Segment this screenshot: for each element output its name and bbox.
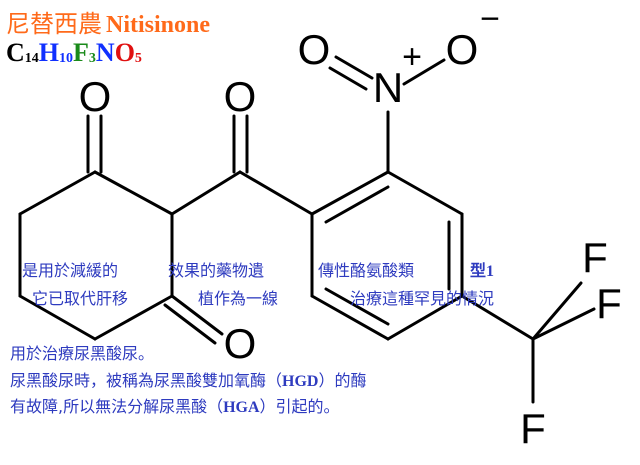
bond	[238, 170, 314, 216]
bond	[324, 185, 390, 224]
caption-row2-b: 植作為一線	[198, 289, 279, 308]
bond	[460, 294, 535, 341]
bond	[163, 303, 217, 345]
atom-label-nitrogen: N	[373, 64, 403, 111]
charge-plus: +	[402, 38, 422, 76]
molecular-formula: C14H10F3NO5	[6, 38, 142, 68]
bond	[334, 55, 374, 80]
bond	[18, 170, 97, 216]
caption-line3: 用於治療尿黑酸尿。	[10, 344, 155, 363]
caption-row2-c: 治療這種罕見的情況	[350, 289, 495, 308]
bond	[93, 294, 174, 341]
caption-line5: 有故障,所以無法分解尿黑酸（HGA）引起的。	[10, 398, 340, 417]
atom-label-oxygen: O	[224, 73, 257, 120]
english-name: Nitisinone	[106, 12, 211, 38]
bond	[18, 294, 97, 341]
caption-row1-b: 效果的藥物遺	[168, 261, 265, 280]
caption-row1-c: 傳性酪氨酸類	[318, 261, 415, 280]
caption-line5-pre: 有故障,所以無法分解尿黑酸（	[10, 397, 224, 416]
formula-element: F	[73, 38, 89, 67]
atom-label-fluorine: F	[520, 405, 546, 452]
chinese-name: 尼替西農	[6, 10, 102, 38]
atom-label-oxygen: O	[224, 320, 257, 367]
caption-row2-a: 它已取代肝移	[32, 289, 129, 308]
caption-row1-d: 型1	[470, 263, 495, 280]
atom-label-oxygen: O	[79, 73, 112, 120]
atom-label-oxygen: O	[446, 26, 479, 73]
atom-label-fluorine: F	[596, 280, 622, 327]
formula-count: 10	[59, 51, 74, 66]
formula-element: N	[95, 38, 115, 67]
bond	[531, 307, 596, 341]
caption-row1-a: 是用於減緩的	[22, 261, 119, 280]
formula-count: 3	[88, 51, 96, 66]
formula-count: 5	[134, 51, 142, 66]
caption-line5-post: ）引起的。	[259, 397, 340, 416]
bond	[170, 294, 224, 336]
caption-line5-abbr: HGA	[223, 399, 260, 416]
bond	[310, 170, 390, 216]
bond-lines	[18, 55, 596, 404]
atom-label-oxygen: O	[298, 26, 331, 73]
bond	[328, 66, 368, 91]
bond	[386, 170, 464, 216]
atom-labels: O O O O N + O − F F F	[79, 0, 622, 452]
formula-element: O	[114, 38, 135, 67]
charge-minus: −	[480, 0, 500, 38]
atom-label-fluorine: F	[582, 234, 608, 281]
caption-line4: 尿黑酸尿時，被稱為尿黑酸雙加氧酶（HGD）的酶	[10, 372, 366, 391]
bond	[93, 170, 174, 216]
formula-element: H	[38, 38, 60, 67]
bond	[531, 281, 583, 341]
bond	[310, 294, 390, 341]
caption-line4-abbr: HGD	[282, 373, 319, 390]
bond	[324, 287, 390, 326]
bond	[170, 170, 242, 216]
bond	[386, 294, 464, 341]
bond	[402, 58, 446, 86]
formula-element: C	[6, 38, 25, 67]
caption-line4-pre: 尿黑酸尿時，被稱為尿黑酸雙加氧酶（	[10, 371, 283, 390]
formula-count: 14	[24, 51, 39, 66]
caption-line4-post: ）的酶	[318, 371, 367, 390]
